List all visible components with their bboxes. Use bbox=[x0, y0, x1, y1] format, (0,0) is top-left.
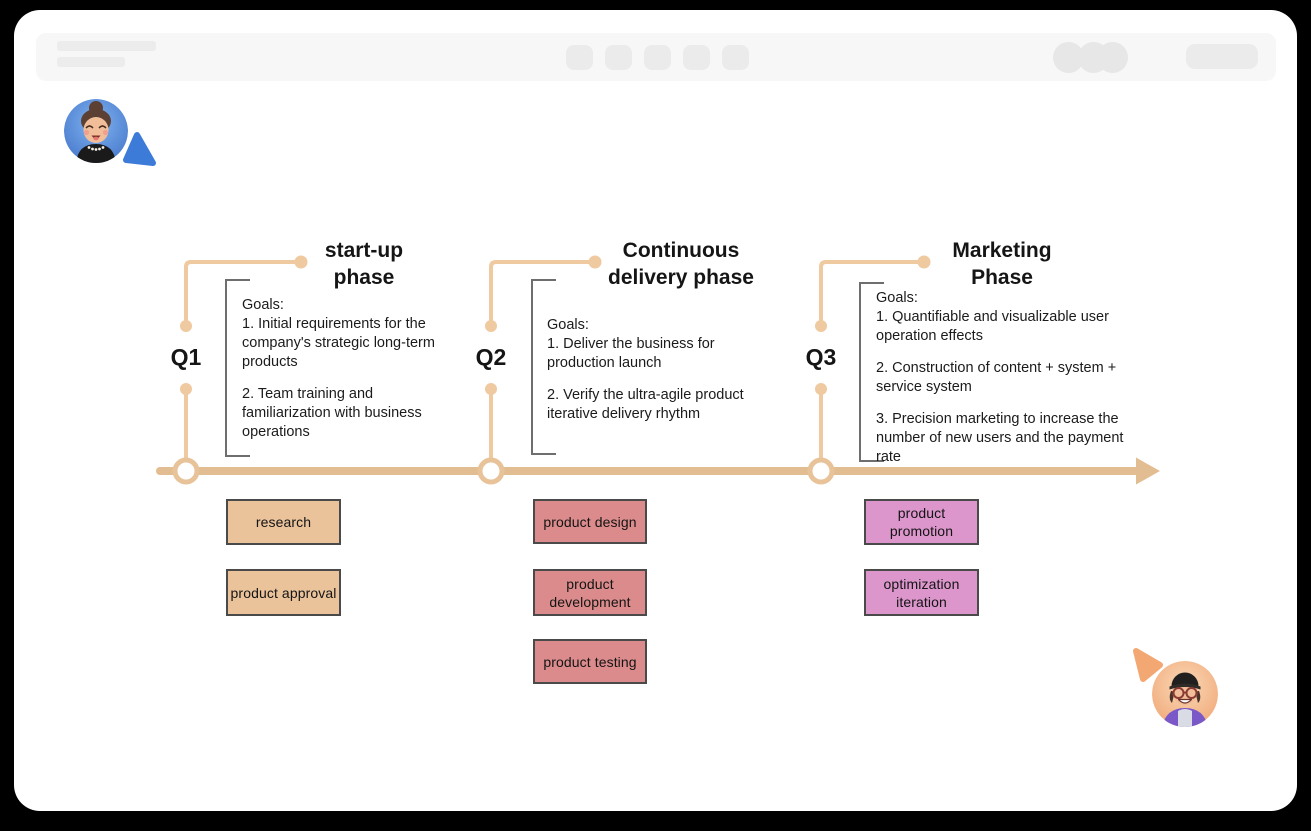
task-box-product-development[interactable]: product development bbox=[533, 569, 647, 616]
task-label: research bbox=[255, 514, 312, 530]
task-label: product approval bbox=[230, 584, 337, 601]
task-label: product design bbox=[543, 513, 637, 530]
task-box-product-approval[interactable]: product approval bbox=[226, 569, 341, 616]
task-label: product promotion bbox=[889, 505, 954, 539]
goal-item: 1. Initial requirements for the company'… bbox=[242, 316, 435, 370]
toolbar-share-button[interactable] bbox=[1186, 44, 1258, 69]
goals-heading: Goals: bbox=[547, 317, 589, 333]
task-box-product-testing[interactable]: product testing bbox=[533, 639, 647, 684]
quarter-label-q1[interactable]: Q1 bbox=[170, 344, 202, 370]
toolbar-tool-button-1[interactable] bbox=[566, 45, 593, 70]
task-label: product development bbox=[549, 575, 631, 610]
quarter-label-q2[interactable]: Q2 bbox=[475, 344, 507, 370]
toolbar-tool-button-4[interactable] bbox=[683, 45, 710, 70]
phase-title-q2[interactable]: Continuous delivery phase bbox=[608, 239, 754, 289]
toolbar-subtitle-skeleton bbox=[57, 57, 125, 67]
task-box-optimization-iteration[interactable]: optimization iteration bbox=[864, 569, 979, 616]
task-box-product-promotion[interactable]: product promotion bbox=[864, 499, 979, 545]
goal-item: 2. Construction of content + system + se… bbox=[876, 360, 1117, 395]
goal-item: 1. Deliver the business for production l… bbox=[547, 336, 715, 371]
goals-block-q3[interactable]: Goals: 1. Quantifiable and visualizable … bbox=[876, 289, 1138, 480]
goals-heading: Goals: bbox=[876, 290, 918, 306]
goal-item: 1. Quantifiable and visualizable user op… bbox=[876, 309, 1109, 344]
collaborator-stack-avatar-3[interactable] bbox=[1097, 42, 1128, 73]
goal-item: 2. Verify the ultra-agile product iterat… bbox=[547, 387, 744, 422]
toolbar-tool-button-3[interactable] bbox=[644, 45, 671, 70]
goal-item: 3. Precision marketing to increase the n… bbox=[876, 411, 1124, 465]
task-label: optimization iteration bbox=[883, 575, 960, 610]
phase-title-q3[interactable]: Marketing Phase bbox=[952, 239, 1052, 289]
goals-heading: Goals: bbox=[242, 297, 284, 313]
toolbar-title-skeleton bbox=[57, 41, 156, 51]
task-box-product-design[interactable]: product design bbox=[533, 499, 647, 544]
goals-block-q2[interactable]: Goals: 1. Deliver the business for produ… bbox=[547, 316, 772, 437]
collaborator-avatar-blue bbox=[64, 99, 128, 163]
goal-item: 2. Team training and familiarization wit… bbox=[242, 386, 422, 440]
quarter-label-q3[interactable]: Q3 bbox=[805, 344, 837, 370]
collaborator-avatar-orange bbox=[1152, 661, 1218, 727]
task-box-research[interactable]: research bbox=[226, 499, 341, 545]
goals-block-q1[interactable]: Goals: 1. Initial requirements for the c… bbox=[242, 296, 452, 455]
task-label: product testing bbox=[543, 653, 637, 670]
toolbar-tool-button-5[interactable] bbox=[722, 45, 749, 70]
toolbar-tool-button-2[interactable] bbox=[605, 45, 632, 70]
phase-title-q1[interactable]: start-up phase bbox=[324, 239, 404, 289]
